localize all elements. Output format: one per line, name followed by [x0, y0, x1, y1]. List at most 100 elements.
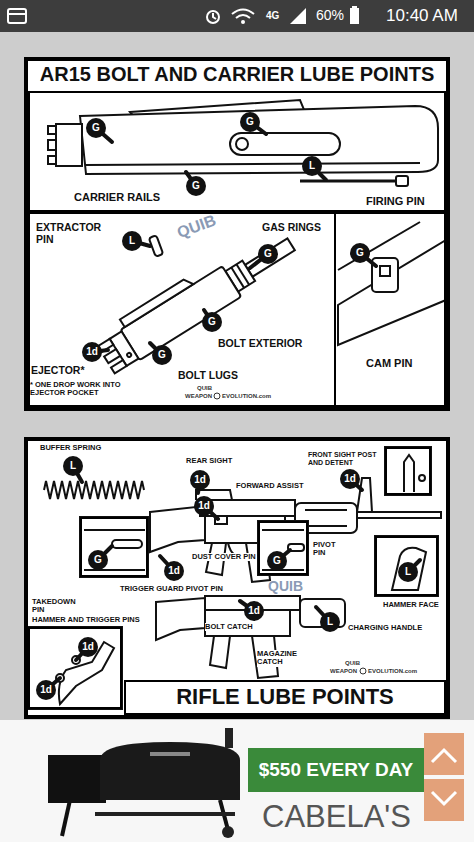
callout-dot [267, 551, 287, 571]
callout-dot [190, 470, 210, 490]
panel-ground [24, 57, 450, 411]
callout-number: L [70, 461, 76, 471]
alarm-hands [213, 13, 216, 19]
alarm-icon [207, 11, 219, 23]
bolt-panel: EXTRACTOR PINGAS RINGSBOLT EXTERIOREJECT… [28, 212, 336, 407]
logo-emblem [214, 393, 220, 399]
carrier-body [80, 106, 438, 174]
extractor [120, 277, 193, 328]
title-box: RIFLE LUBE POINTS [124, 680, 446, 715]
trigger-group [59, 642, 114, 704]
grill-picture [48, 728, 240, 838]
callout-dot [202, 312, 222, 332]
callout-dot [320, 612, 340, 632]
carrier-rail [86, 163, 420, 165]
callout-dot [350, 243, 370, 263]
inset-ground [385, 447, 431, 495]
inset-box: TAKEDOWN PIN [80, 517, 148, 577]
callout-number: L [327, 617, 333, 627]
ejector [126, 352, 132, 358]
callout-dot [122, 231, 142, 251]
down-chevron [432, 792, 456, 804]
inset-box: HAMMER FACE [375, 536, 438, 596]
callout-dot [186, 176, 206, 196]
handguard-vent [305, 509, 347, 511]
logo-text: WEAPON [185, 393, 212, 399]
grill-handle [150, 752, 190, 756]
cam-pin-drawing [338, 222, 446, 345]
inset-box: FRONT SIGHT POST AND DETENT [385, 447, 431, 495]
pistol-grip [210, 636, 230, 668]
barrel [357, 512, 441, 518]
lube-panel: AR15 BOLT AND CARRIER LUBE POINTS CARRIER… [24, 57, 450, 411]
firing-pin-head [396, 176, 408, 186]
status-text: 60% [316, 8, 344, 23]
grill-leg [62, 800, 70, 836]
carrier-part [338, 240, 446, 345]
callout-number: L [309, 161, 315, 171]
price-ground [248, 748, 424, 792]
logo-emblem [360, 668, 366, 674]
scroll-button [424, 733, 464, 775]
part-label: DUST COVER PIN [192, 553, 256, 561]
callout-number: L [129, 236, 135, 246]
carrier-drawing [48, 100, 438, 186]
cam-pin-panel: CAM PIN [334, 212, 446, 407]
part-label: CAM PIN [366, 357, 412, 369]
part-label: CHARGING HANDLE [348, 624, 422, 632]
ad-banner: CABELA'S$550 EVERY DAY [0, 720, 474, 842]
wifi-icon [232, 10, 254, 19]
callout-number: 1d [194, 475, 206, 485]
buffer-spring [44, 481, 144, 499]
inset-ground [258, 521, 308, 575]
panel-title: AR15 BOLT AND CARRIER LUBE POINTS [28, 63, 446, 85]
callout-dot [86, 118, 106, 138]
scroll-button [424, 779, 464, 821]
bolt-lug [111, 360, 127, 373]
grill-chimney [225, 728, 233, 748]
callout-number: G [356, 248, 364, 258]
status-icons [8, 9, 254, 23]
bolt-head [56, 124, 82, 166]
inset-box: HAMMER AND TRIGGER PINS [28, 627, 122, 709]
part-label: HAMMER FACE [383, 601, 439, 609]
status-text: 4G [266, 10, 279, 21]
callout-dot [258, 244, 278, 264]
callout-number: 1d [168, 566, 180, 576]
part-label: FIRING PIN [366, 195, 425, 207]
callout-dot [164, 561, 184, 581]
part-label: TAKEDOWN PIN [32, 598, 78, 615]
bolt-lug [48, 126, 56, 134]
callout-dot [398, 562, 418, 582]
logo-text: QUIB [345, 660, 360, 666]
cam-pin [372, 258, 398, 292]
handguard-vent [305, 525, 347, 527]
part-label: HAMMER AND TRIGGER PINS [32, 616, 140, 624]
receiver-lines [84, 530, 145, 570]
status-text: 10:40 AM [386, 7, 458, 26]
watermark: QUIB [268, 579, 303, 593]
carrier-panel: CARRIER RAILS FIRING PIN [28, 91, 446, 212]
callout-dot [340, 469, 360, 489]
callout-number: G [158, 350, 166, 360]
status-bar-ground [0, 0, 474, 32]
part-label: REAR SIGHT [186, 457, 232, 465]
callout-number: G [273, 556, 281, 566]
card-icon-line [8, 13, 26, 15]
part-label: PIVOT PIN [313, 541, 345, 558]
price-box: $550 EVERY DAY [248, 748, 424, 792]
callout-dot [152, 345, 172, 365]
part-label: * ONE DROP WORK INTO EJECTOR POCKET [30, 381, 146, 398]
part-label: TRIGGER GUARD PIVOT PIN [120, 585, 223, 593]
callout-number: G [92, 123, 100, 133]
logo-text: EVOLUTION.com [222, 393, 271, 399]
part-label: MAGAZINE CATCH [257, 650, 299, 667]
part-label: CARRIER RAILS [74, 191, 160, 203]
up-chevron [432, 750, 456, 762]
callout-number: G [192, 181, 200, 191]
inset-ground [375, 536, 438, 596]
stock [156, 598, 205, 640]
ad-price: $550 EVERY DAY [248, 760, 424, 781]
bolt-tail [245, 238, 295, 276]
